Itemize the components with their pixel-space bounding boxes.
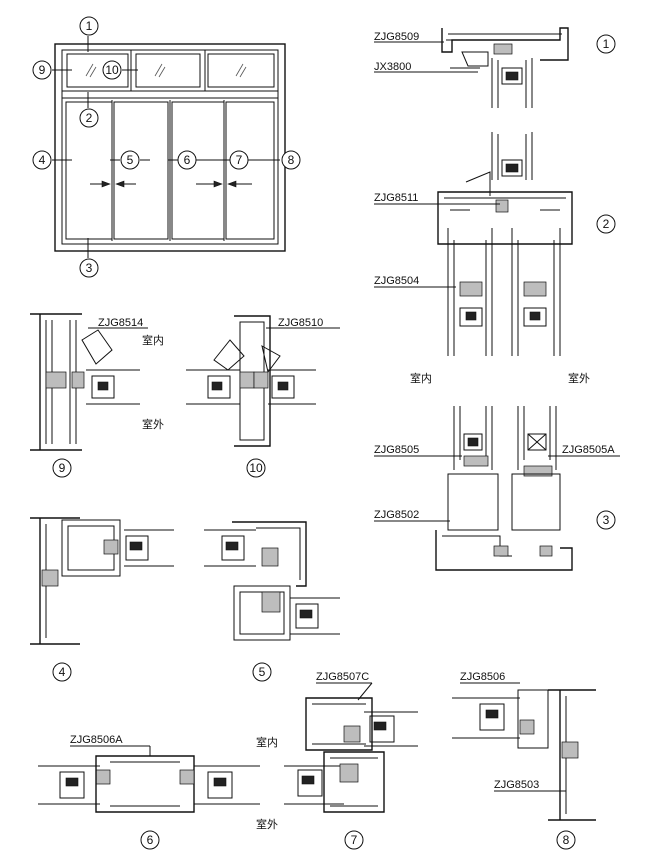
svg-text:ZJG8502: ZJG8502 [374, 509, 419, 521]
svg-text:ZJG8514: ZJG8514 [98, 317, 143, 329]
svg-text:4: 4 [59, 665, 66, 679]
callout-10: 10 [102, 60, 122, 80]
callout-4: 4 [32, 150, 52, 170]
svg-text:ZJG8506: ZJG8506 [460, 671, 505, 683]
svg-text:ZJG8507C: ZJG8507C [316, 671, 369, 683]
callout-5: 5 [120, 150, 140, 170]
svg-text:ZJG8505: ZJG8505 [374, 444, 419, 456]
callout-3: 3 [79, 258, 99, 278]
section-5: 5 [204, 521, 340, 682]
svg-text:6: 6 [184, 153, 191, 167]
svg-text:2: 2 [86, 111, 93, 125]
svg-text:8: 8 [288, 153, 295, 167]
svg-text:ZJG8504: ZJG8504 [374, 275, 419, 287]
svg-text:4: 4 [39, 153, 46, 167]
svg-text:2: 2 [603, 217, 610, 231]
callout-6: 6 [177, 150, 197, 170]
svg-text:3: 3 [603, 513, 610, 527]
svg-text:9: 9 [59, 461, 66, 475]
svg-text:室内: 室内 [256, 735, 278, 749]
svg-text:室外: 室外 [256, 817, 278, 831]
callout-1: 1 [79, 16, 99, 36]
svg-text:7: 7 [351, 833, 358, 847]
svg-text:ZJG8511: ZJG8511 [374, 192, 418, 204]
svg-text:室外: 室外 [142, 417, 164, 431]
svg-text:ZJG8506A: ZJG8506A [70, 734, 123, 746]
svg-text:1: 1 [86, 19, 93, 33]
callout-8: 8 [281, 150, 301, 170]
section-3: ZJG8505 ZJG8505A ZJG8502 3 [374, 406, 620, 571]
svg-text:9: 9 [39, 63, 46, 77]
svg-text:室内: 室内 [142, 333, 164, 347]
svg-text:ZJG8509: ZJG8509 [374, 31, 419, 43]
svg-text:6: 6 [147, 833, 154, 847]
svg-text:ZJG8505A: ZJG8505A [562, 444, 615, 456]
svg-text:3: 3 [86, 261, 93, 275]
callout-9: 9 [32, 60, 52, 80]
svg-text:7: 7 [236, 153, 243, 167]
section-2: ZJG8511 ZJG8504 室内 室外 2 [374, 132, 616, 385]
svg-text:ZJG8510: ZJG8510 [278, 317, 323, 329]
svg-text:8: 8 [563, 833, 570, 847]
svg-text:10: 10 [105, 63, 119, 77]
svg-text:室内: 室内 [410, 371, 432, 385]
svg-text:JX3800: JX3800 [374, 61, 411, 73]
svg-text:1: 1 [603, 37, 610, 51]
callout-2: 2 [79, 108, 99, 128]
svg-text:5: 5 [127, 153, 134, 167]
section-7: ZJG8507C 室内 室外 7 [256, 671, 418, 850]
svg-text:5: 5 [259, 665, 266, 679]
svg-text:10: 10 [249, 461, 263, 475]
section-6: ZJG8506A 6 [38, 734, 260, 850]
section-1: ZJG8509 JX3800 1 [374, 27, 616, 108]
svg-text:室外: 室外 [568, 371, 590, 385]
callout-7: 7 [229, 150, 249, 170]
window-elevation [52, 36, 286, 258]
section-10: ZJG8510 10 [186, 315, 340, 478]
section-8: ZJG8506 ZJG8503 8 [452, 671, 596, 850]
svg-text:ZJG8503: ZJG8503 [494, 779, 539, 791]
section-4: 4 [30, 517, 174, 682]
section-9: ZJG8514 室内 室外 9 [30, 313, 164, 478]
